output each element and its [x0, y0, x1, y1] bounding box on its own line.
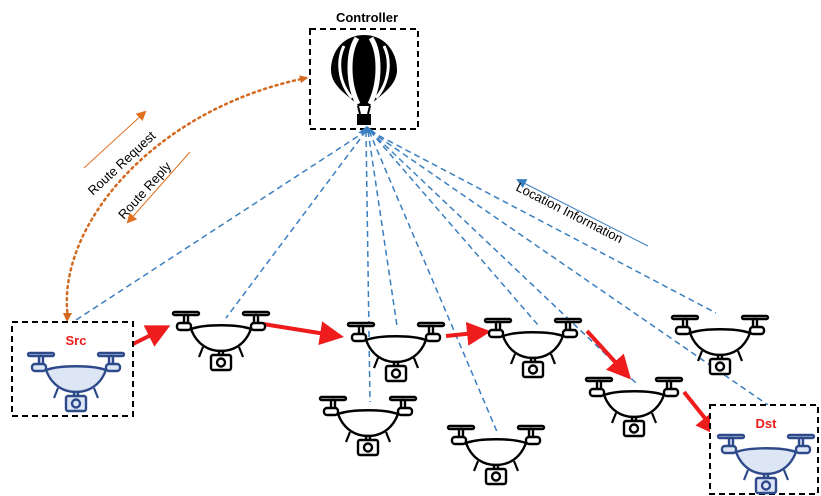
location-information-arrow [516, 179, 649, 247]
relay-drones [171, 310, 770, 486]
hot-air-balloon-icon [331, 35, 397, 125]
link-drone5-controller [365, 130, 371, 403]
link-drone3-controller [369, 130, 539, 326]
route-reply-arrowhead [63, 313, 72, 322]
route-reply-arrow [126, 151, 191, 224]
route-hop-3 [445, 321, 491, 346]
link-drone1-controller [225, 130, 367, 319]
link-drone7-controller [369, 130, 717, 314]
link-dst-controller [369, 130, 769, 406]
quadcopter-drone-icon [670, 314, 770, 376]
route-hop-2 [262, 321, 344, 346]
route-hop-4 [585, 329, 632, 380]
src-label: Src [66, 333, 87, 348]
quadcopter-drone-icon [318, 395, 418, 457]
quadcopter-drone-icon [584, 376, 684, 438]
route-hop-1 [132, 325, 171, 347]
link-drone6-controller [368, 130, 499, 435]
quadcopter-drone-icon [446, 424, 546, 486]
controller-node: Controller [309, 10, 419, 130]
controller-label: Controller [336, 10, 398, 25]
link-src-controller [75, 130, 367, 321]
route-request-arrow [83, 110, 147, 169]
link-drone4-controller [369, 130, 637, 384]
link-convergence-tip [358, 126, 376, 133]
route-request-reply-link [65, 75, 308, 320]
quadcopter-drone-icon [171, 310, 271, 372]
location-links [75, 130, 769, 435]
dst-node: Dst [709, 404, 819, 495]
src-node: Src [11, 321, 134, 417]
quadcopter-drone-icon [346, 321, 446, 383]
quadcopter-drone-icon [483, 317, 583, 379]
link-drone2-controller [367, 130, 398, 327]
route-path [132, 321, 720, 437]
dst-label: Dst [756, 416, 778, 431]
